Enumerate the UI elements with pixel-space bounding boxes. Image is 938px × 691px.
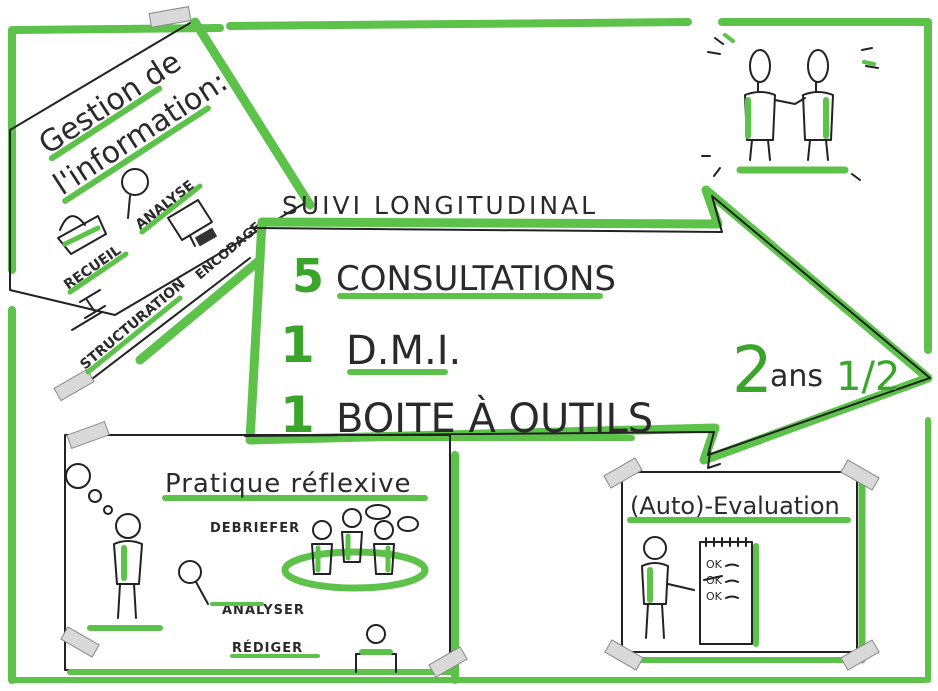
evaluator-figure bbox=[641, 536, 695, 639]
duration-number: 2 bbox=[732, 334, 773, 408]
hierarchy-icon bbox=[71, 289, 106, 331]
longitudinal-arrow bbox=[244, 185, 933, 465]
evaluation-card bbox=[603, 457, 880, 671]
duration-fraction: 1/2 bbox=[836, 354, 900, 400]
handshake-icon bbox=[701, 33, 879, 181]
connector-arrowhead bbox=[707, 451, 721, 469]
outer-frame bbox=[8, 18, 932, 684]
gestion-item-structuration: STRUCTURATION bbox=[77, 276, 188, 373]
magnifier-icon bbox=[121, 168, 149, 219]
arrow-row-label: D.M.I. bbox=[346, 328, 461, 374]
pratique-item-rediger: RÉDIGER bbox=[232, 640, 303, 656]
pratique-card bbox=[60, 420, 468, 684]
pratique-item-analyser: ANALYSER bbox=[222, 603, 305, 618]
basket-icon bbox=[57, 215, 107, 255]
duration-label: 2 ans 1/2 bbox=[732, 334, 900, 408]
arrow-header: SUIVI LONGITUDINAL bbox=[282, 191, 598, 220]
gestion-title-group: Gestion de l'information: bbox=[33, 44, 234, 204]
thought-bubble-icon bbox=[65, 463, 113, 515]
checklist-item: OK bbox=[706, 558, 723, 571]
writing-desk-icon bbox=[355, 624, 397, 673]
arrow-row-label: CONSULTATIONS bbox=[336, 259, 616, 299]
duration-unit: ans bbox=[770, 359, 823, 394]
thinker-figure bbox=[87, 513, 163, 631]
gestion-card bbox=[9, 6, 315, 402]
checklist-item: OK bbox=[706, 590, 723, 603]
arrow-row-number: 1 bbox=[280, 316, 315, 374]
arrow-row-consultations: 5 CONSULTATIONS bbox=[292, 249, 616, 303]
arrow-row-dmi: 1 D.M.I. bbox=[280, 316, 461, 375]
arrow-row-number: 5 bbox=[292, 249, 324, 303]
pratique-item-debriefer: DEBRIEFER bbox=[210, 521, 300, 536]
group-circle-icon bbox=[281, 504, 429, 592]
notepad-checklist-icon: OK OK OK bbox=[699, 537, 759, 647]
gestion-item-recueil: RECUEIL bbox=[61, 242, 124, 293]
computer-icon bbox=[167, 199, 218, 247]
magnifier-icon bbox=[178, 560, 209, 605]
pratique-title: Pratique réflexive bbox=[165, 469, 412, 499]
evaluation-title: (Auto)-Evaluation bbox=[630, 492, 840, 520]
